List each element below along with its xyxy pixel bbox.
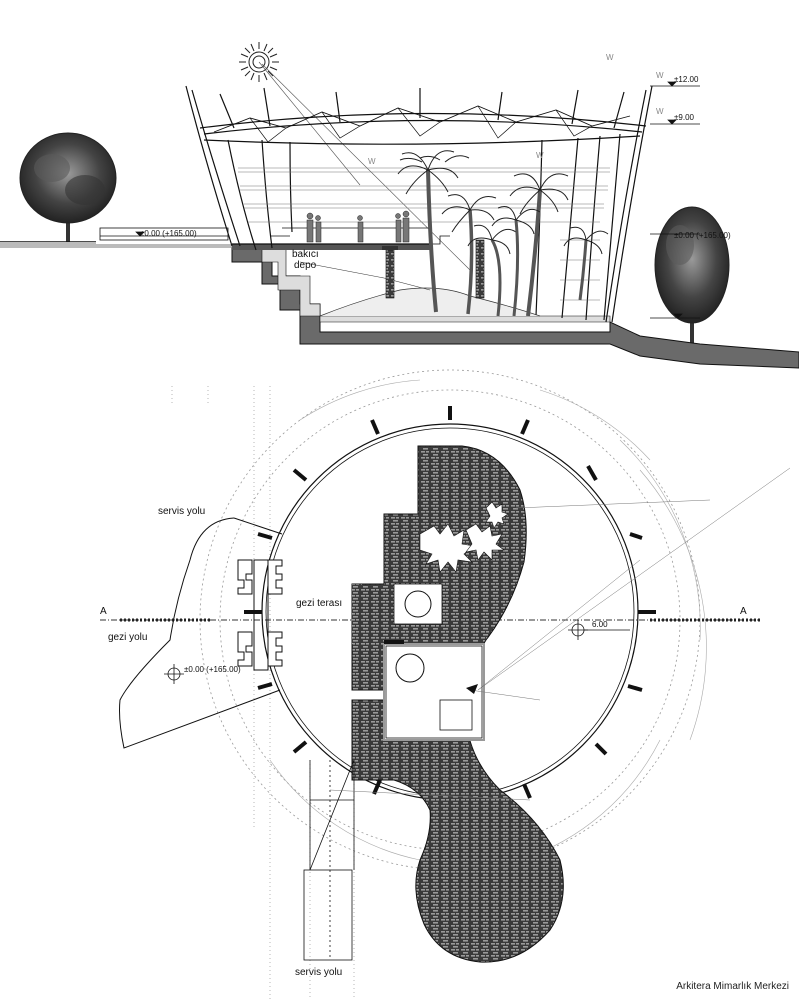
section-mark-a-left: A [100,606,107,617]
label-walkway: gezi yolu [108,632,147,643]
credit-text: Arkitera Mimarlık Merkezi [676,981,789,992]
level-marker [164,620,630,684]
structure-frame [185,85,653,323]
section-mark-a-right: A [740,606,747,617]
label-service-path-top: servis yolu [158,506,205,517]
people [306,210,410,243]
plan-drawing: A A [100,369,791,1000]
label-plan-level: ±0.00 (+165.00) [184,665,241,674]
wind-mark: W [656,107,664,116]
room-label-depo: depo [294,260,317,271]
level-label-right: ±0.00 (+165.00) [674,231,731,240]
walkway-boundary [119,517,281,749]
wind-mark: W [536,151,544,160]
level-label-left: ±0.00 (+165.00) [140,229,197,238]
level-label-mid: ±9.00 [674,113,695,122]
entry-gate [237,559,283,671]
palm-canopies [419,501,509,573]
wind-mark: W [606,53,614,62]
service-path-bottom [303,759,355,961]
label-dimension: 6.00 [592,620,608,629]
room-label-bakici: bakıcı [292,249,319,260]
palm-trees [397,150,609,317]
sun-icon [239,42,279,82]
label-terrace: gezi terası [296,598,342,609]
wind-mark: W [368,157,376,166]
wind-mark: W [656,71,664,80]
tree-left [19,132,117,242]
level-label-top: ±12.00 [674,75,699,84]
section-drawing: ±12.00 ±9.00 ±0.00 (+165.00) ±0.00 (+165… [0,42,799,369]
label-service-path-bottom: servis yolu [295,967,342,978]
tree-right [654,206,730,352]
